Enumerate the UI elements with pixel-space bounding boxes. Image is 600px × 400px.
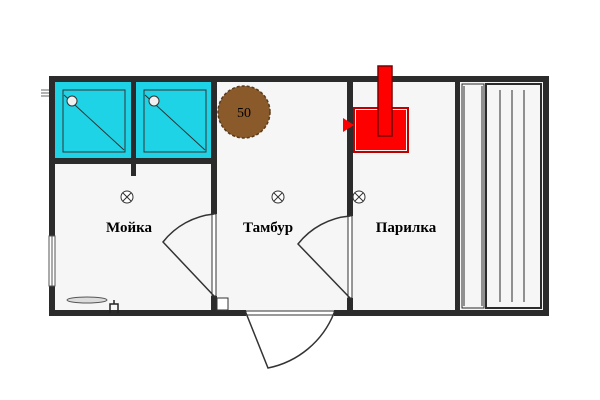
faucet-icon: [109, 300, 119, 313]
vent-icon: [41, 89, 49, 97]
stove: [343, 65, 409, 153]
outer-walls: [49, 76, 549, 316]
floor-drain-icon: [66, 296, 108, 304]
water-tank: 50: [217, 85, 271, 139]
water-tank-volume: 50: [237, 106, 251, 121]
junction-box-icon: [216, 297, 229, 311]
window-icon: [48, 235, 56, 287]
benches: [461, 83, 542, 309]
shower-drain-icon: [148, 95, 160, 107]
room-label-moyka: Мойка: [106, 220, 153, 236]
shower-drain-icon: [66, 95, 78, 107]
door-moyka[interactable]: [162, 213, 217, 297]
room-label-parilka: Парилка: [376, 220, 437, 236]
stove-firebox-icon: [343, 118, 354, 132]
shower-stall-1: [55, 82, 131, 158]
room-label-tambur: Тамбур: [243, 220, 293, 236]
ceiling-light-icon: [352, 190, 366, 204]
door-entrance[interactable]: [245, 310, 335, 369]
door-parilka[interactable]: [297, 215, 353, 299]
shower-stall-2: [136, 82, 211, 158]
partitions: [55, 82, 460, 310]
ceiling-light-icon: [120, 190, 134, 204]
ceiling-light-icon: [271, 190, 285, 204]
